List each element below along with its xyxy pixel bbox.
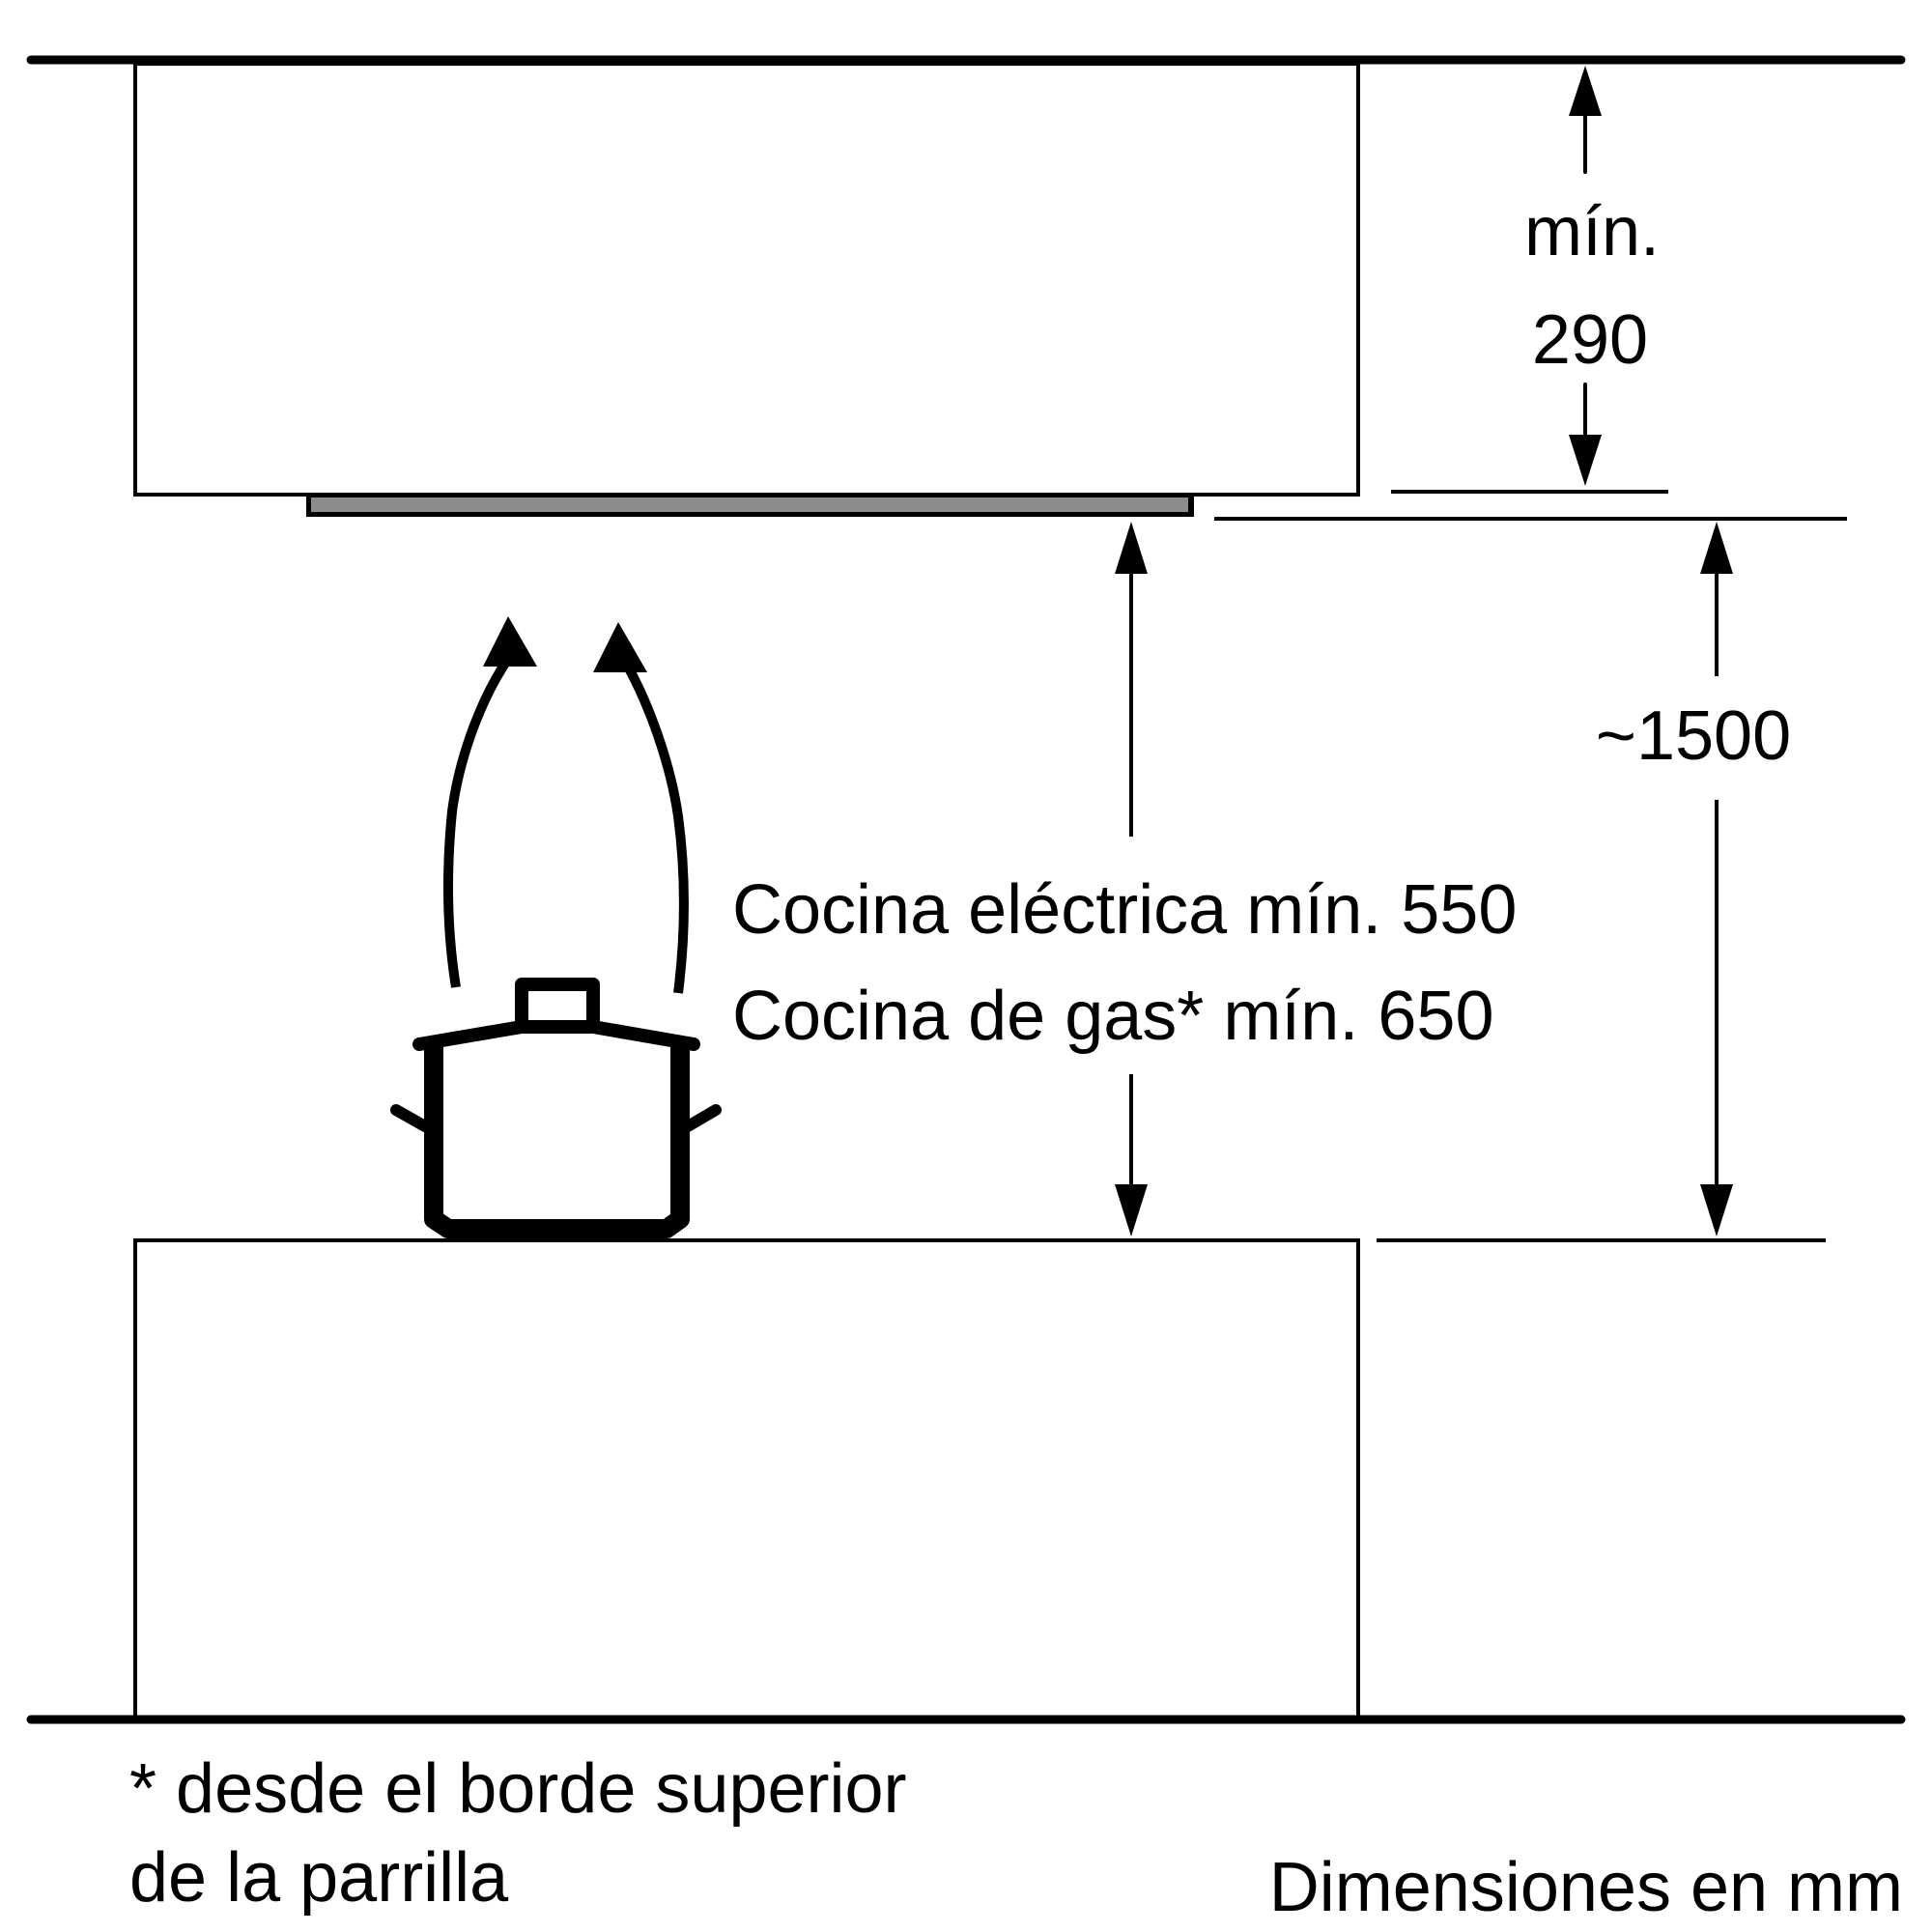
arrow-down-icon — [1115, 1184, 1148, 1236]
gas-hob-label: Cocina de gas* mín. 650 — [732, 978, 1493, 1055]
dimension-hob-clearance: Cocina eléctrica mín. 550 Cocina de gas*… — [732, 522, 1517, 1236]
lower-cabinet — [133, 1238, 1360, 1721]
dim-1500-label: ~1500 — [1596, 697, 1791, 775]
dim-290-value: 290 — [1532, 301, 1648, 379]
steam-arrow-icon — [593, 622, 689, 994]
arrow-up-icon — [1115, 522, 1148, 574]
footnote-line1: * desde el borde superior — [129, 1750, 907, 1828]
hood-panel-fill — [311, 497, 1188, 512]
footnote-line2: de la parrilla — [129, 1839, 509, 1917]
dimension-1500: ~1500 — [1596, 522, 1791, 1236]
upper-cabinet — [133, 62, 1360, 497]
arrow-down-icon — [1569, 435, 1602, 486]
units-label: Dimensiones en mm — [1269, 1849, 1903, 1926]
steam-arrow-icon — [442, 616, 537, 988]
pot-icon — [390, 978, 722, 1238]
electric-hob-label: Cocina eléctrica mín. 550 — [732, 871, 1517, 949]
dimension-290: mín. 290 — [1391, 66, 1668, 494]
arrow-down-icon — [1700, 1184, 1733, 1236]
arrow-up-icon — [1569, 66, 1602, 116]
dim-290-label-min: mín. — [1524, 193, 1660, 270]
arrow-up-icon — [1700, 522, 1733, 574]
